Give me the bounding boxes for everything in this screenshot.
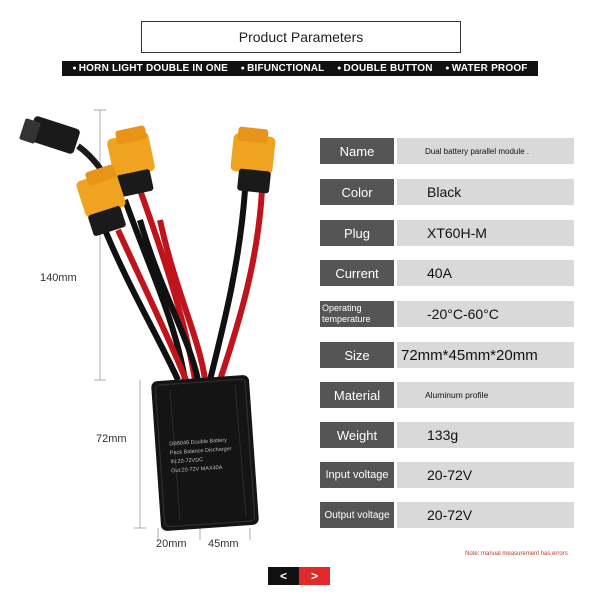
param-label: Material [320,382,394,408]
param-label: Output voltage [320,502,394,528]
param-label: Weight [320,422,394,448]
module-label-line: DB6046 Double Battery [169,437,227,447]
param-value: 40A [397,260,574,286]
param-value: 20-72V [397,462,574,488]
measurement-note: Note: manual measurement has errors [465,551,568,557]
feature-item: BIFUNCTIONAL [241,63,325,74]
param-value: 133g [397,422,574,448]
param-row: Material Aluminum profile [320,382,574,408]
param-label: Size [320,342,394,368]
dimension-width: 45mm [208,538,239,550]
module-label-line: IN:20-72VDC [170,457,203,465]
dimension-height: 72mm [96,433,127,445]
param-row: Name Dual battery parallel module . [320,138,574,164]
param-row: Plug XT60H-M [320,220,574,246]
param-value: 72mm*45mm*20mm [397,342,574,368]
xt60-connector [107,125,155,197]
param-value: 20-72V [397,502,574,528]
param-row: Input voltage 20-72V [320,462,574,488]
dimension-length: 140mm [40,272,77,284]
dimension-depth: 20mm [156,538,187,550]
image-pager: < > [268,567,330,585]
param-label: Current [320,260,394,286]
param-label: Name [320,138,394,164]
param-label: Color [320,179,394,205]
module-box: DB6046 Double Battery Pack Balance Disch… [151,375,259,531]
feature-item: HORN LIGHT DOUBLE IN ONE [72,63,228,74]
previous-button[interactable]: < [268,567,299,585]
param-label: Operating temperature [320,301,394,327]
module-label-line: Pack Balance Discharger [170,446,232,456]
param-label: Plug [320,220,394,246]
param-value: XT60H-M [397,220,574,246]
param-value: -20°C-60°C [397,301,574,327]
module-label-line: Out:20-72V MAX40A [171,465,223,475]
product-image: DB6046 Double Battery Pack Balance Disch… [0,80,320,570]
param-row: Output voltage 20-72V [320,502,574,528]
param-value: Dual battery parallel module . [397,138,574,164]
next-button[interactable]: > [299,567,330,585]
feature-bar: HORN LIGHT DOUBLE IN ONE BIFUNCTIONAL DO… [62,61,538,76]
param-row: Operating temperature -20°C-60°C [320,301,574,327]
product-illustration: DB6046 Double Battery Pack Balance Disch… [19,109,276,540]
feature-item: WATER PROOF [445,63,528,74]
param-label: Input voltage [320,462,394,488]
xt60-connector [230,126,276,194]
page-title: Product Parameters [141,21,461,53]
param-row: Color Black [320,179,574,205]
feature-item: DOUBLE BUTTON [337,63,433,74]
param-row: Size 72mm*45mm*20mm [320,342,574,368]
param-value: Black [397,179,574,205]
param-value: Aluminum profile [397,382,574,408]
param-row: Weight 133g [320,422,574,448]
param-row: Current 40A [320,260,574,286]
xt60-connector [76,164,126,236]
